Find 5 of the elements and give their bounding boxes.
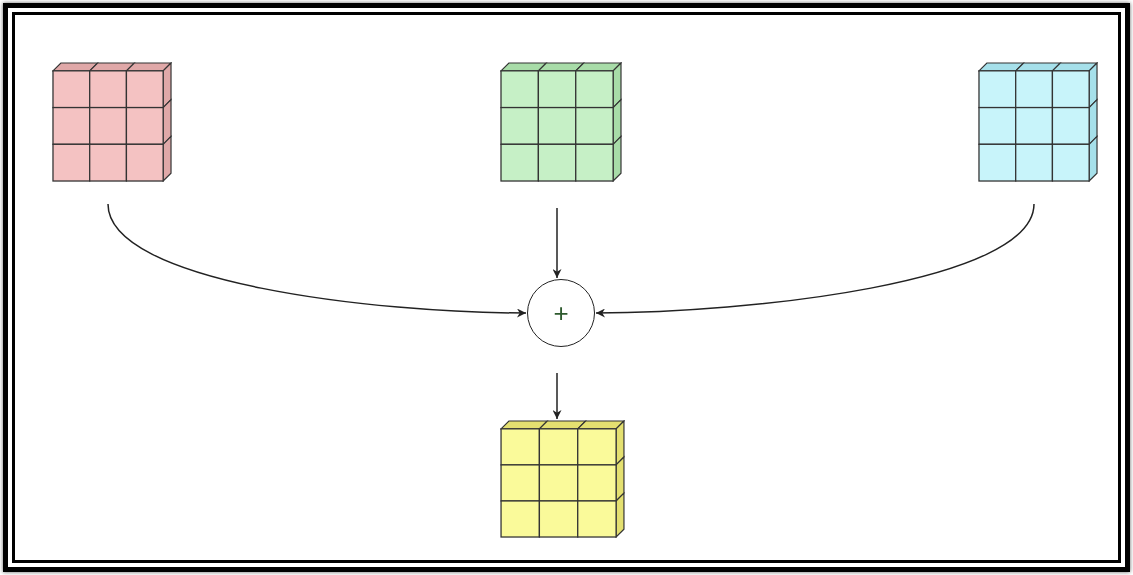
plus-sign: +	[553, 300, 569, 326]
arrow	[595, 203, 1035, 318]
arrow	[107, 203, 527, 318]
arrow	[552, 207, 562, 279]
arrow	[552, 372, 562, 420]
